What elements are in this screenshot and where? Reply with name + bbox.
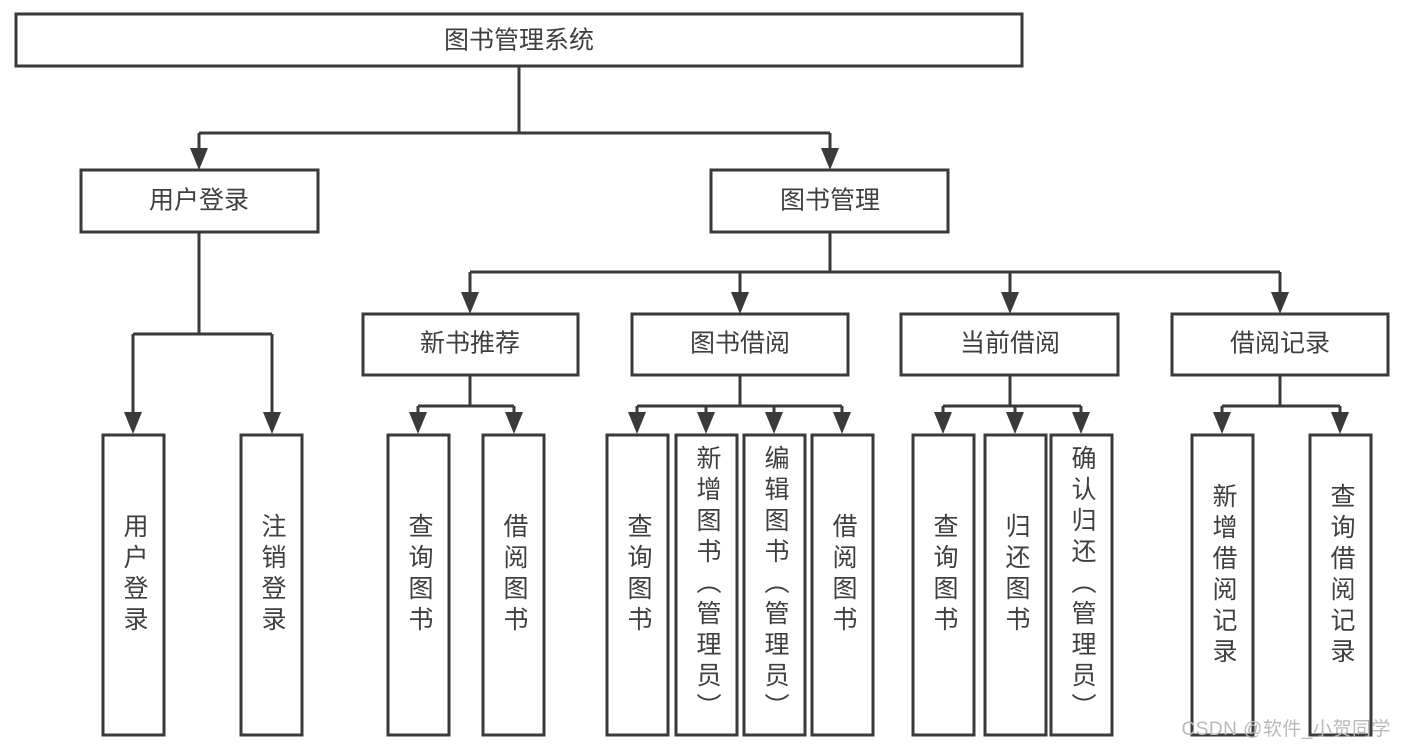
node-book-management[interactable]: 图书管理 [709, 168, 950, 234]
arrow-down-icon [697, 412, 715, 434]
connector-new-book-to-leaves [409, 375, 523, 434]
csdn-watermark: CSDN @软件_小贺同学 [1181, 719, 1391, 740]
node-borrow-record-box[interactable] [1170, 312, 1390, 377]
arrow-down-icon [821, 148, 839, 170]
leaf-box-borrow-book-1[interactable] [481, 433, 546, 737]
arrow-down-icon [124, 412, 142, 434]
node-current-borrow-label: 当前借阅 [960, 330, 1060, 358]
node-user-login[interactable]: 用户登录 [79, 168, 320, 234]
arrow-down-icon [409, 412, 427, 434]
leaf-box-borrow-book-2[interactable] [810, 433, 875, 737]
arrow-down-icon [833, 412, 851, 434]
connector-borrow-record-to-leaves [1213, 375, 1349, 434]
arrow-down-icon [765, 412, 783, 434]
leaf-box-confirm-return-admin[interactable] [1049, 433, 1114, 737]
leaf-box-query-book-1[interactable] [386, 433, 451, 737]
node-book-management-box[interactable] [709, 168, 950, 234]
leaf-box-add-borrow-record[interactable] [1190, 433, 1255, 737]
node-book-management-label: 图书管理 [780, 187, 880, 215]
connector-book-borrow-to-leaves [628, 375, 851, 434]
connector-root-to-level2 [190, 66, 839, 170]
node-borrow-record-label: 借阅记录 [1230, 330, 1330, 358]
node-borrow-record[interactable]: 借阅记录 [1170, 312, 1390, 377]
arrow-down-icon [628, 412, 646, 434]
leaf-box-user-login[interactable] [101, 433, 166, 737]
node-current-borrow-box[interactable] [899, 312, 1120, 377]
node-root-label: 图书管理系统 [444, 27, 594, 55]
leaf-box-query-book-2[interactable] [605, 433, 670, 737]
arrow-down-icon [1331, 412, 1349, 434]
leaf-box-query-borrow-record[interactable] [1308, 433, 1373, 737]
leaf-boxes [101, 433, 1373, 737]
node-new-book-recommend-label: 新书推荐 [420, 330, 520, 358]
leaf-box-add-book-admin[interactable] [674, 433, 739, 737]
arrow-down-icon [505, 412, 523, 434]
node-new-book-recommend-box[interactable] [361, 312, 580, 377]
connector-book-mgmt-to-level3 [461, 232, 1289, 314]
arrow-down-icon [461, 292, 479, 314]
node-new-book-recommend[interactable]: 新书推荐 [361, 312, 580, 377]
connector-user-login-to-leaves [124, 232, 281, 434]
arrow-down-icon [190, 148, 208, 170]
leaf-box-logout-login[interactable] [239, 433, 304, 737]
node-root[interactable]: 图书管理系统 [14, 12, 1024, 68]
node-book-borrow-box[interactable] [630, 312, 850, 377]
arrow-down-icon [1271, 292, 1289, 314]
arrow-down-icon [263, 412, 281, 434]
leaf-box-query-book-3[interactable] [911, 433, 976, 737]
node-user-login-label: 用户登录 [149, 187, 249, 215]
connector-current-borrow-to-leaves [934, 375, 1090, 434]
arrow-down-icon [1213, 412, 1231, 434]
node-user-login-box[interactable] [79, 168, 320, 234]
arrow-down-icon [1001, 292, 1019, 314]
arrow-down-icon [1072, 412, 1090, 434]
node-current-borrow[interactable]: 当前借阅 [899, 312, 1120, 377]
arrow-down-icon [1006, 412, 1024, 434]
node-root-box[interactable] [14, 12, 1024, 68]
leaf-box-edit-book-admin[interactable] [742, 433, 807, 737]
arrow-down-icon [731, 292, 749, 314]
leaf-box-return-book[interactable] [983, 433, 1048, 737]
node-book-borrow-label: 图书借阅 [690, 330, 790, 358]
arrow-down-icon [934, 412, 952, 434]
node-book-borrow[interactable]: 图书借阅 [630, 312, 850, 377]
